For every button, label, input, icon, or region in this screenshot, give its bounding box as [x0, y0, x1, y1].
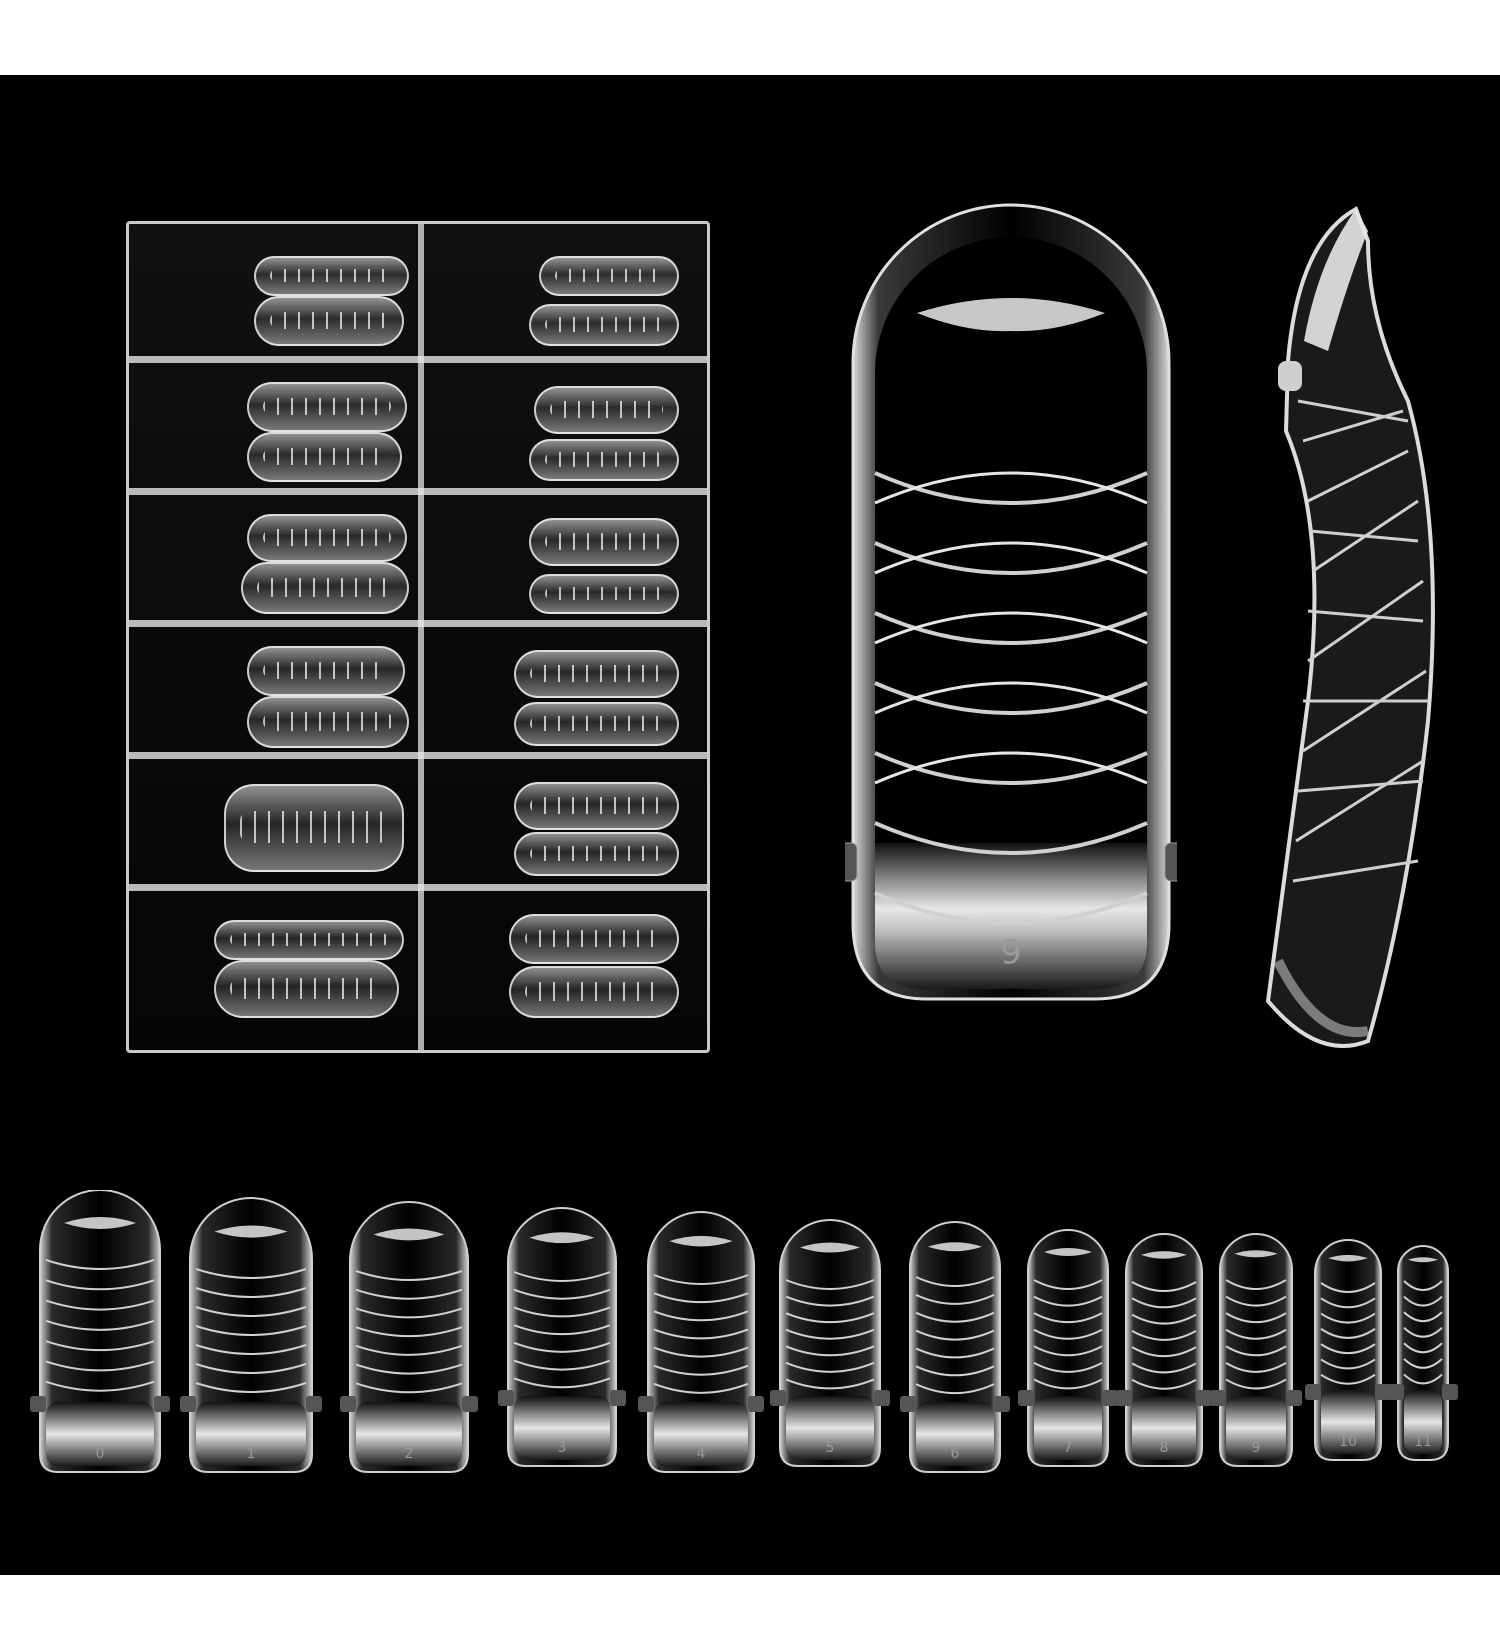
nail-form-stack: [529, 574, 679, 614]
nail-form-stack: [529, 304, 679, 346]
size-nail-form: 9: [1210, 1233, 1302, 1467]
nail-form-stack: [514, 650, 679, 698]
size-nail-form: 11: [1388, 1245, 1458, 1461]
form-size-number: 4: [697, 1446, 706, 1462]
nail-form-stack: [514, 832, 679, 876]
nail-form-stack: [214, 960, 399, 1018]
form-size-number: 6: [951, 1446, 960, 1462]
nail-form-stack: [509, 914, 679, 964]
side-view-nail-form: [1265, 206, 1435, 1048]
size-nail-form: 3: [498, 1207, 626, 1467]
box-shelf: [129, 356, 707, 363]
size-nail-form: 2: [340, 1201, 478, 1473]
size-nail-form: 4: [638, 1211, 764, 1473]
size-nail-form: 6: [900, 1221, 1010, 1473]
storage-box: [126, 221, 710, 1053]
size-nail-form: 1: [180, 1197, 322, 1473]
featured-nail-form: 6: [845, 203, 1177, 1001]
form-size-number: 3: [558, 1440, 567, 1456]
nail-form-stack: [529, 518, 679, 566]
nail-form-stack: [539, 256, 679, 296]
nail-form-stack: [254, 296, 404, 346]
form-size-number: 8: [1160, 1440, 1169, 1456]
nail-form-stack: [247, 432, 402, 482]
form-size-number: 10: [1339, 1434, 1357, 1450]
size-nail-form: 5: [770, 1219, 890, 1467]
form-size-number: 11: [1414, 1434, 1432, 1450]
size-nail-form: 10: [1305, 1239, 1391, 1461]
box-shelf: [129, 752, 707, 759]
form-size-number: 9: [1252, 1440, 1261, 1456]
form-size-number: 5: [826, 1440, 835, 1456]
nail-form-stack: [224, 784, 404, 872]
nail-form-stack: [534, 386, 679, 434]
form-size-number: 1: [247, 1446, 256, 1462]
nail-form-stack: [247, 514, 407, 562]
nail-form-stack: [247, 646, 405, 696]
nail-form-stack: [529, 439, 679, 481]
nail-form-stack: [509, 966, 679, 1018]
nail-form-stack: [241, 562, 409, 614]
nail-form-stack: [247, 696, 409, 748]
nail-form-stack: [214, 920, 404, 960]
box-center-divider: [418, 224, 424, 1050]
form-size-number: 7: [1064, 1440, 1073, 1456]
box-shelf: [129, 620, 707, 627]
form-size-number: 2: [405, 1446, 414, 1462]
form-size-number: 6: [1000, 930, 1022, 970]
form-size-number: 0: [96, 1446, 105, 1462]
product-photo: 6: [0, 75, 1500, 1575]
size-range-row: 0 1 2 3 4 5 6 7 8 9 10 11: [30, 1190, 1458, 1473]
box-shelf: [129, 884, 707, 891]
size-nail-form: 0: [30, 1190, 170, 1473]
size-nail-form: 8: [1116, 1233, 1212, 1467]
nail-form-stack: [254, 256, 409, 296]
nail-form-stack: [247, 382, 407, 432]
nail-form-stack: [514, 702, 679, 746]
box-shelf: [129, 488, 707, 495]
nail-form-stack: [514, 782, 679, 830]
size-nail-form: 7: [1018, 1229, 1118, 1467]
